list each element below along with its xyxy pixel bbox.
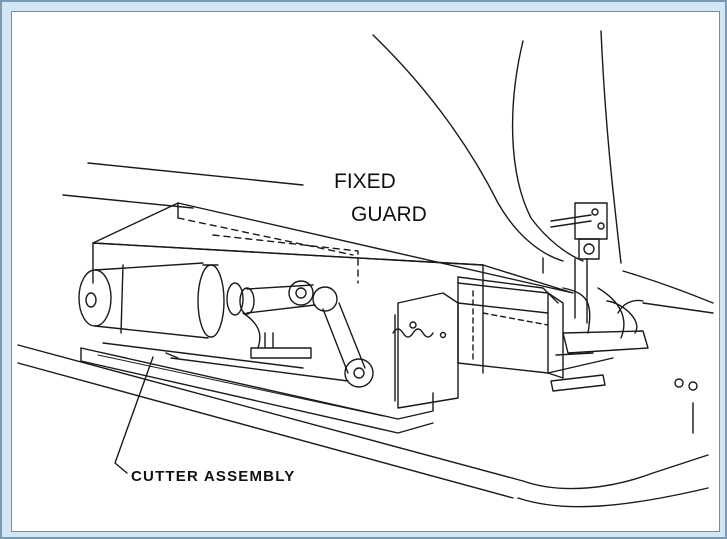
cutter-assembly-leader-line xyxy=(114,356,154,474)
machine-arm-outline xyxy=(372,30,622,274)
cutter-mechanism xyxy=(78,262,459,434)
fixed-guard-box xyxy=(92,202,574,374)
cutter-assembly-label: CUTTER ASSEMBLY xyxy=(131,468,296,485)
cutter-assembly-line-drawing xyxy=(17,30,714,508)
guard-extension xyxy=(457,282,614,392)
presser-foot-assembly xyxy=(550,202,649,354)
sewing-table-outline xyxy=(17,162,714,508)
diagram-panel: FIXED GUARD CUTTER ASSEMBLY xyxy=(11,11,720,532)
fixed-guard-label-line2: GUARD xyxy=(351,203,427,226)
fixed-guard-label-line1: FIXED xyxy=(334,170,396,193)
